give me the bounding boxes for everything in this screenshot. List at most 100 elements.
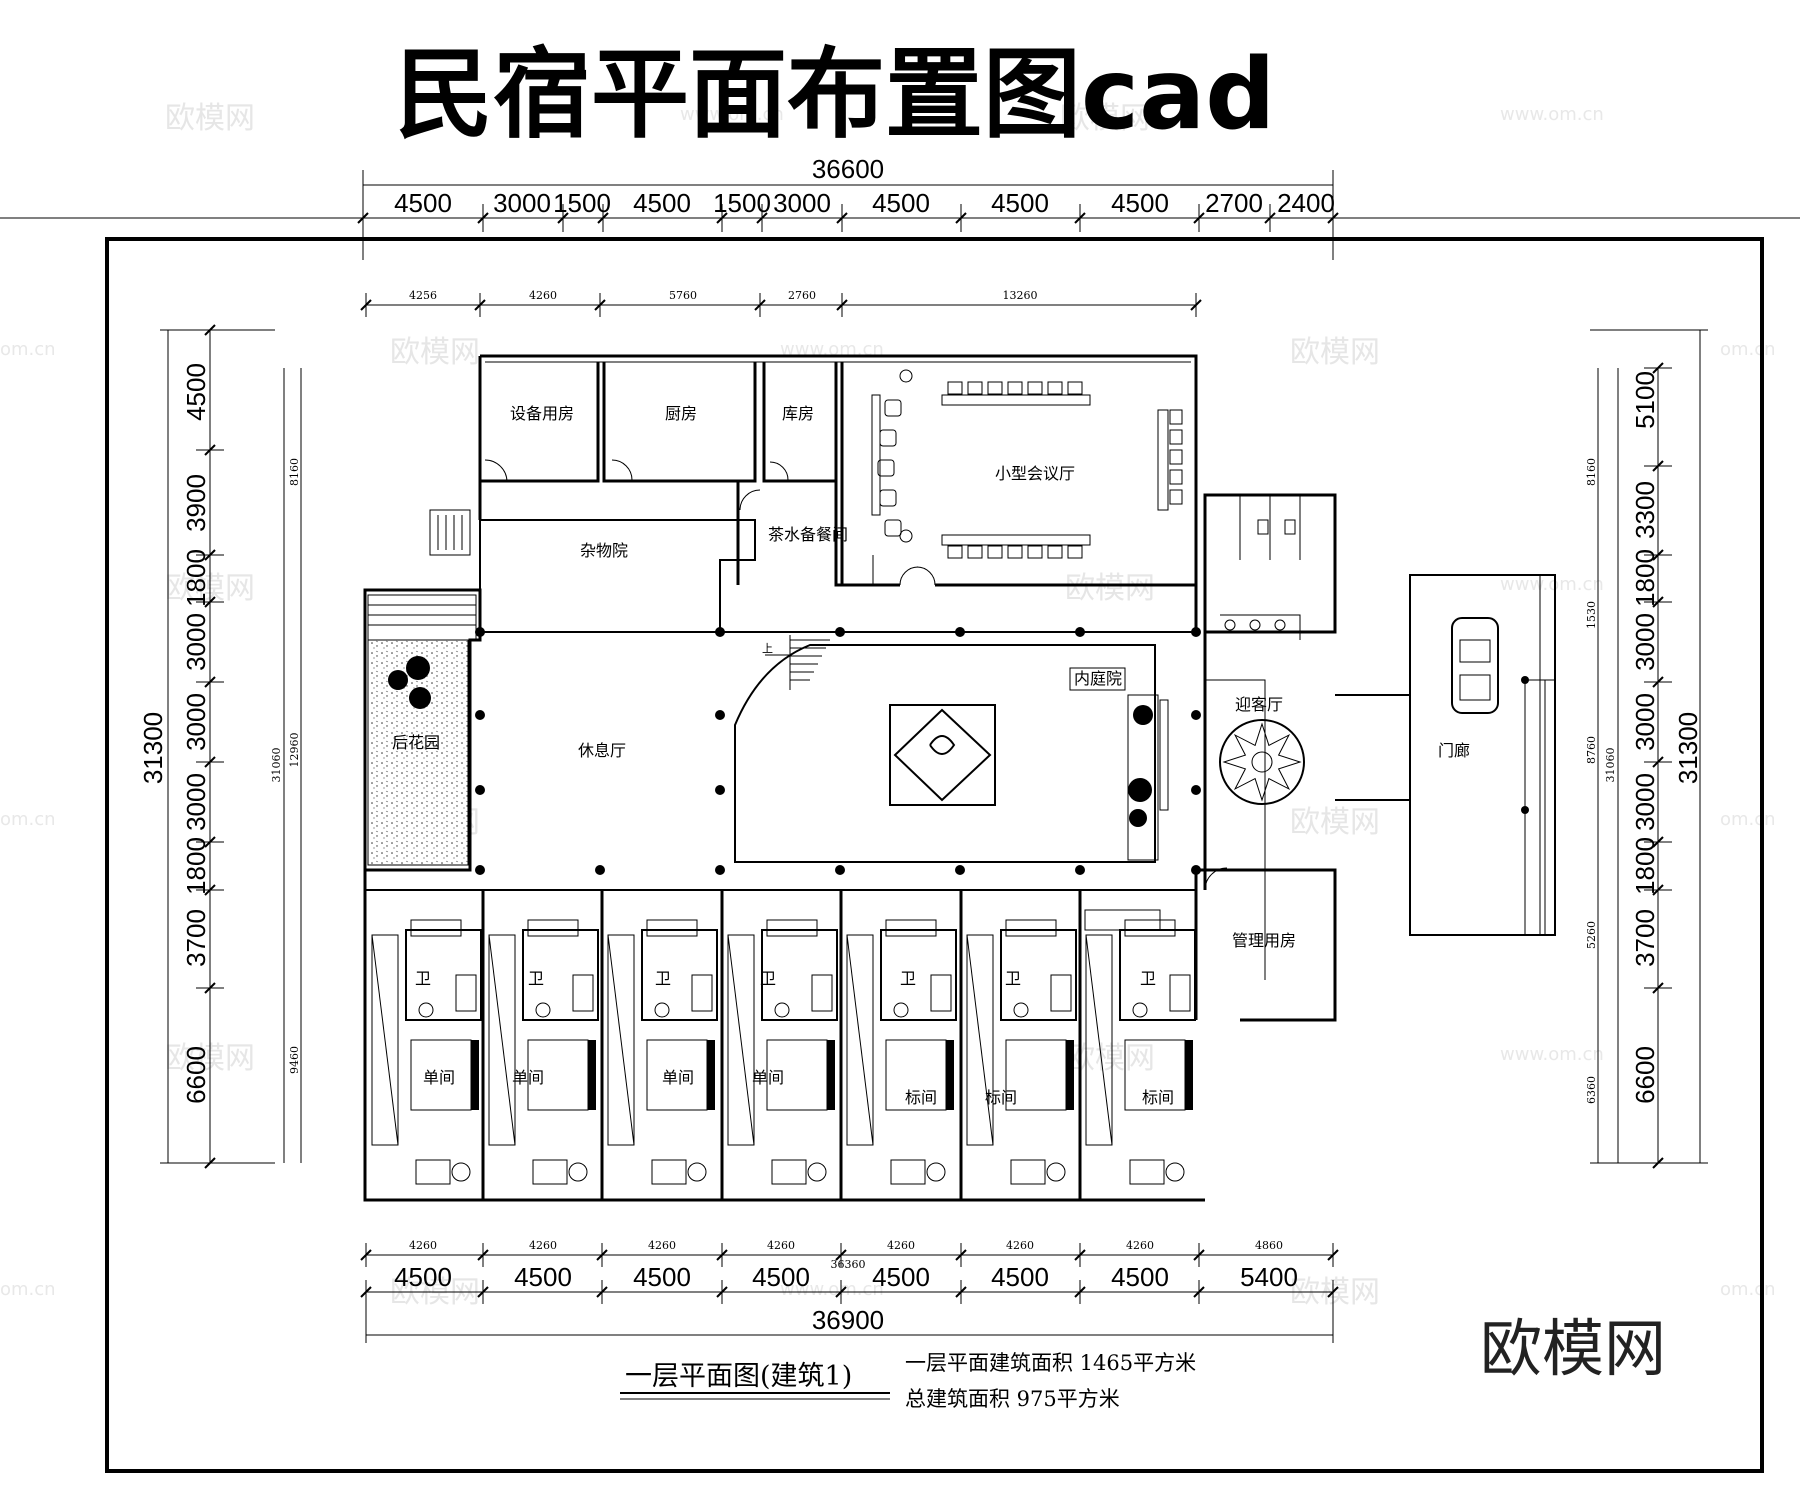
label-meeting-hall: 小型会议厅 xyxy=(995,464,1075,483)
dim-bottom-inner: 4260 xyxy=(529,1239,557,1252)
watermark-url: www.om.cn xyxy=(680,104,784,125)
reception-hall xyxy=(1203,632,1305,980)
dim-tick-slash xyxy=(1264,212,1276,224)
dim-right-inner: 8160 xyxy=(1585,458,1598,486)
label-guest-room: 卫 xyxy=(760,969,776,988)
dim-tick-slash xyxy=(716,212,728,224)
dim-left-seg: 4500 xyxy=(181,363,211,421)
dim-tick-slash xyxy=(1327,1249,1339,1261)
label-reception: 迎客厅 xyxy=(1235,695,1283,714)
dim-top-inner: 5760 xyxy=(669,289,697,302)
dim-tick-slash xyxy=(955,1249,967,1261)
shower xyxy=(1169,974,1191,1012)
dim-bottom-inner: 4260 xyxy=(648,1239,676,1252)
wardrobe xyxy=(846,934,874,1146)
dim-tick-slash xyxy=(836,212,848,224)
caption-title: 一层平面图(建筑1) xyxy=(625,1361,852,1392)
shower xyxy=(930,974,952,1012)
wardrobe-line xyxy=(607,934,635,1146)
toilet xyxy=(535,1002,551,1018)
dim-tick-slash xyxy=(557,212,569,224)
dim-right-seg: 1800 xyxy=(1630,549,1660,607)
dim-bottom-seg: 4500 xyxy=(991,1262,1049,1292)
dim-tick-slash xyxy=(1652,1157,1664,1169)
bathroom-wall xyxy=(1000,929,1077,1021)
public-toilets xyxy=(1203,493,1337,640)
dim-left-seg: 1800 xyxy=(181,549,211,607)
dim-bottom-inner: 4860 xyxy=(1255,1239,1283,1252)
chair xyxy=(1169,469,1183,485)
watermark-url: www.om.cn xyxy=(1500,1044,1604,1065)
dim-bottom-seg: 4500 xyxy=(394,1262,452,1292)
watermark-url: www.om.cn xyxy=(780,1279,884,1300)
dim-tick-slash xyxy=(597,212,609,224)
watermark-tile: om.cn xyxy=(0,1279,56,1300)
bathroom-wall xyxy=(522,929,599,1021)
chair xyxy=(1007,545,1023,559)
watermark-brand: 欧模网 xyxy=(390,335,480,370)
watermark-url: www.om.cn xyxy=(1500,574,1604,595)
left-dimensions: 31300 4500 3900 1800 3000 3000 3000 1800… xyxy=(138,324,302,1169)
label-tea-room: 茶水备餐间 xyxy=(768,525,848,544)
column xyxy=(1191,710,1201,720)
toilet xyxy=(893,1002,909,1018)
wardrobe-line xyxy=(488,934,516,1146)
label-guest-room: 卫 xyxy=(655,969,671,988)
chair xyxy=(1027,545,1043,559)
dim-top-seg: 4500 xyxy=(633,188,691,218)
dim-bottom-seg: 4500 xyxy=(514,1262,572,1292)
column xyxy=(475,627,485,637)
bathtub xyxy=(410,919,462,937)
dim-tick-slash xyxy=(1193,1286,1205,1298)
dim-tick-slash xyxy=(836,299,848,311)
dim-right-seg: 3300 xyxy=(1630,481,1660,539)
dim-bottom-inner: 4260 xyxy=(887,1239,915,1252)
dim-top-inner: 4256 xyxy=(409,289,437,302)
column xyxy=(715,785,725,795)
dim-tick-slash xyxy=(357,212,369,224)
dim-left-seg: 3900 xyxy=(181,474,211,532)
dim-tick-slash xyxy=(1193,1249,1205,1261)
chair xyxy=(1047,545,1063,559)
room-labels: 设备用房 厨房 库房 小型会议厅 杂物院 茶水备餐间 后花园 休息厅 内庭院 迎… xyxy=(392,404,1470,1107)
dim-left-seg: 3000 xyxy=(181,773,211,831)
dim-tick-slash xyxy=(955,1286,967,1298)
dim-tick-slash xyxy=(1652,460,1664,472)
dim-tick-slash xyxy=(204,324,216,336)
dim-tick-slash xyxy=(360,1286,372,1298)
toilet xyxy=(654,1002,670,1018)
column xyxy=(1191,627,1201,637)
dim-tick-slash xyxy=(835,1249,847,1261)
label-guest-room: 卫 xyxy=(1140,969,1156,988)
chair xyxy=(1067,381,1083,395)
dim-tick-slash xyxy=(756,212,768,224)
dim-tick-slash xyxy=(477,1286,489,1298)
dim-bottom-total: 36900 xyxy=(812,1305,884,1335)
shower xyxy=(572,974,594,1012)
label-guest-room: 单间 xyxy=(423,1068,455,1087)
dim-top-total: 36600 xyxy=(812,154,884,184)
column xyxy=(955,627,965,637)
dim-tick-slash xyxy=(1652,982,1664,994)
dim-top-seg: 4500 xyxy=(991,188,1049,218)
chair xyxy=(807,1162,827,1182)
chair xyxy=(1169,449,1183,465)
bathtub xyxy=(527,919,579,937)
dim-right-total: 31300 xyxy=(1673,712,1703,784)
headboard xyxy=(588,1040,596,1110)
dim-tick-slash xyxy=(1652,756,1664,768)
headboard xyxy=(946,1040,954,1110)
watermark-brand: 欧模网 xyxy=(165,101,255,136)
watermark-url: www.om.cn xyxy=(1500,104,1604,125)
column xyxy=(955,865,965,875)
bathroom-wall xyxy=(405,929,482,1021)
watermark-layer: 欧模网 欧模网 www.om.cn www.om.cn om.cn 欧模网 ww… xyxy=(0,101,1776,1310)
dim-right-inner: 1530 xyxy=(1585,601,1598,629)
label-guest-room: 单间 xyxy=(512,1068,544,1087)
top-dimensions: 36600 4500 3000 1500 4500 1500 3000 4500… xyxy=(357,154,1339,317)
dim-left-inner: 9460 xyxy=(288,1046,301,1074)
dim-tick-slash xyxy=(716,1249,728,1261)
dim-top-inner: 4260 xyxy=(529,289,557,302)
